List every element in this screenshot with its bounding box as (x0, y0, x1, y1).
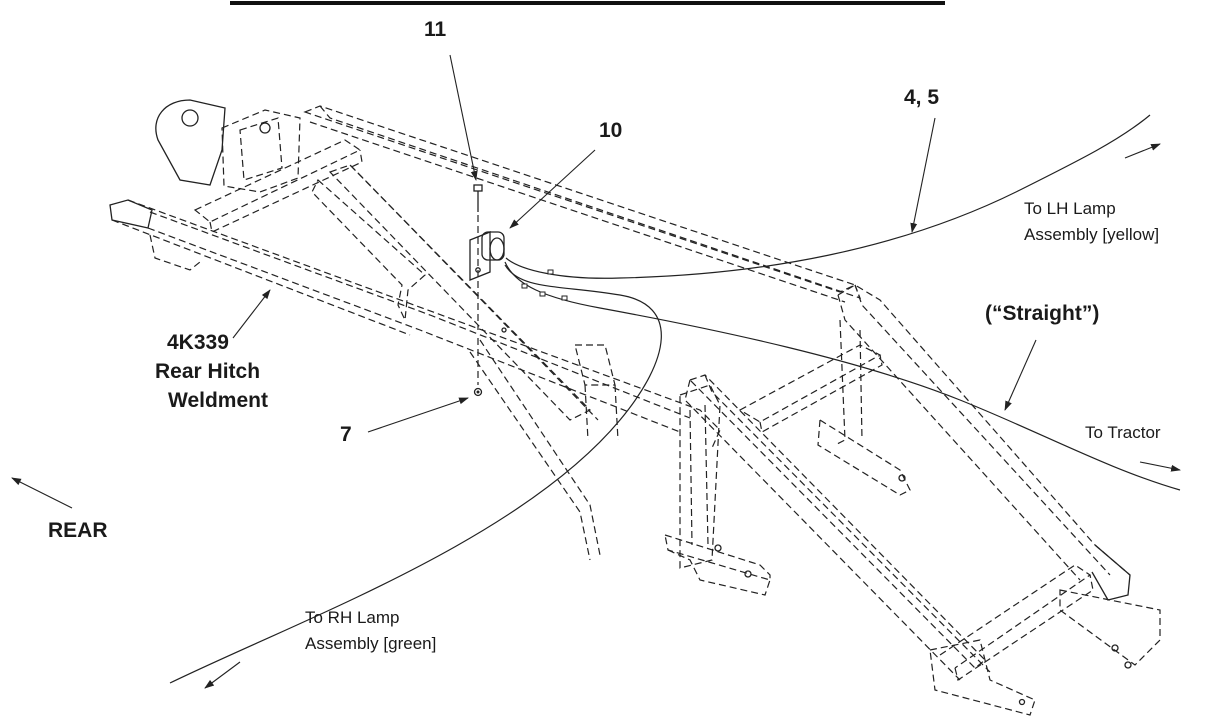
rh-lamp-label-line1: To RH Lamp (305, 608, 399, 627)
part-label-name: Rear Hitch (155, 360, 260, 383)
leader-lines (11, 54, 1037, 509)
callout-11: 11 (424, 18, 447, 41)
part-label-number: 4K339 (167, 331, 229, 354)
rear-direction-label: REAR (48, 519, 108, 542)
part-label-type: Weldment (168, 389, 268, 412)
straight-wire-label: (“Straight”) (985, 302, 1099, 325)
rh-lamp-label-line2: Assembly [green] (305, 634, 436, 653)
tractor-label: To Tractor (1085, 423, 1161, 442)
callout-7: 7 (340, 423, 352, 446)
lh-lamp-label-line1: To LH Lamp (1024, 199, 1116, 218)
hitch-weldment-drawing (109, 99, 1161, 716)
callout-4-5: 4, 5 (904, 86, 939, 109)
wiring-harness (169, 114, 1181, 689)
callout-10: 10 (599, 119, 622, 142)
lh-lamp-label-line2: Assembly [yellow] (1024, 225, 1159, 244)
